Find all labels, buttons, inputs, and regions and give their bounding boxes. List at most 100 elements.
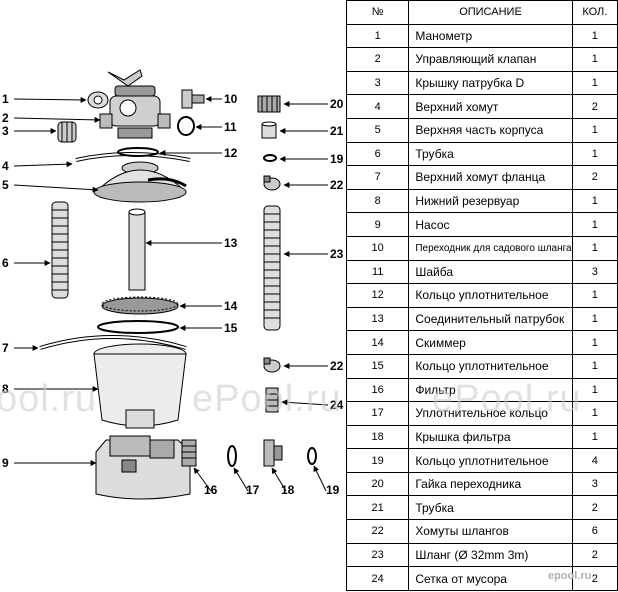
row-description: Манометр bbox=[408, 23, 573, 49]
row-quantity: 3 bbox=[571, 259, 618, 285]
row-quantity: 1 bbox=[571, 306, 618, 332]
row-description: Трубка bbox=[408, 495, 573, 521]
row-quantity: 1 bbox=[571, 377, 618, 403]
row-description: Уплотнительное кольцо bbox=[408, 401, 573, 426]
callout-8: 8 bbox=[2, 382, 9, 396]
part-15-ring bbox=[97, 320, 179, 334]
row-quantity: 2 bbox=[571, 542, 618, 568]
row-description: Управляющий клапан bbox=[408, 47, 573, 72]
callout-13: 13 bbox=[224, 236, 238, 250]
row-quantity: 1 bbox=[571, 188, 618, 214]
callout-23: 23 bbox=[330, 247, 344, 261]
part-6-hose bbox=[51, 201, 69, 299]
part-2-valve bbox=[99, 69, 171, 139]
callout-6: 6 bbox=[2, 256, 9, 270]
callout-22-upper: 22 bbox=[330, 178, 344, 192]
row-description: Сетка от мусора bbox=[408, 566, 573, 591]
part-5-top-housing bbox=[93, 161, 187, 203]
part-17-ring bbox=[227, 445, 237, 467]
row-number: 18 bbox=[345, 424, 410, 450]
part-7-flange-clamp bbox=[39, 335, 187, 350]
row-description: Гайка переходника bbox=[408, 471, 573, 497]
callout-7: 7 bbox=[2, 341, 9, 355]
part-16-filter bbox=[181, 439, 197, 467]
part-13-pipe bbox=[128, 208, 146, 291]
row-quantity: 1 bbox=[571, 141, 618, 167]
header-description: ОПИСАНИЕ bbox=[408, 0, 573, 25]
part-23-hose bbox=[263, 205, 281, 331]
row-number: 22 bbox=[345, 519, 410, 544]
part-4-clamp bbox=[75, 152, 191, 162]
part-19-ring-lower bbox=[307, 447, 317, 465]
row-number: 14 bbox=[345, 330, 410, 355]
row-number: 24 bbox=[345, 566, 410, 591]
callout-4: 4 bbox=[2, 159, 9, 173]
row-description: Хомуты шлангов bbox=[408, 519, 573, 544]
row-quantity: 1 bbox=[571, 117, 618, 143]
row-description: Трубка bbox=[408, 141, 573, 167]
row-description: Кольцо уплотнительное bbox=[408, 353, 573, 379]
row-number: 11 bbox=[345, 259, 410, 285]
row-number: 16 bbox=[345, 377, 410, 403]
row-description: Шайба bbox=[408, 259, 573, 285]
callout-9: 9 bbox=[2, 456, 9, 470]
row-number: 8 bbox=[345, 188, 410, 214]
row-description: Крышку патрубка D bbox=[408, 70, 573, 96]
callout-21: 21 bbox=[330, 124, 344, 138]
row-number: 19 bbox=[345, 448, 410, 473]
callout-18: 18 bbox=[281, 483, 295, 497]
row-quantity: 1 bbox=[571, 283, 618, 308]
part-11-washer bbox=[177, 116, 195, 136]
part-3-cap bbox=[57, 121, 77, 143]
part-22-hose-clamp-upper bbox=[263, 175, 281, 191]
row-quantity: 1 bbox=[571, 330, 618, 355]
row-description: Верхняя часть корпуса bbox=[408, 117, 573, 143]
part-19-ring-upper bbox=[263, 154, 277, 162]
callout-5: 5 bbox=[2, 178, 9, 192]
part-8-tank bbox=[93, 343, 187, 429]
header-number: № bbox=[345, 0, 410, 25]
row-number: 1 bbox=[345, 23, 410, 49]
row-quantity: 1 bbox=[571, 401, 618, 426]
callout-3: 3 bbox=[2, 124, 9, 138]
row-quantity: 1 bbox=[571, 424, 618, 450]
header-quantity: КОЛ. bbox=[571, 0, 618, 25]
callout-15: 15 bbox=[224, 321, 238, 335]
row-description: Верхний хомут bbox=[408, 94, 573, 119]
row-description: Переходник для садового шланга bbox=[408, 235, 573, 261]
callout-14: 14 bbox=[224, 299, 238, 313]
row-number: 3 bbox=[345, 70, 410, 96]
callout-24: 24 bbox=[330, 398, 344, 412]
row-quantity: 2 bbox=[571, 566, 618, 591]
row-description: Фильтр bbox=[408, 377, 573, 403]
row-number: 12 bbox=[345, 283, 410, 308]
part-18-filter-cap bbox=[263, 439, 283, 467]
row-number: 17 bbox=[345, 401, 410, 426]
row-number: 9 bbox=[345, 212, 410, 237]
part-10-adapter bbox=[181, 89, 205, 109]
callout-17: 17 bbox=[246, 483, 260, 497]
callout-11: 11 bbox=[224, 120, 237, 134]
row-description: Кольцо уплотнительное bbox=[408, 448, 573, 473]
callout-12: 12 bbox=[224, 146, 238, 160]
row-number: 15 bbox=[345, 353, 410, 379]
row-quantity: 6 bbox=[571, 519, 618, 544]
callout-10: 10 bbox=[224, 92, 238, 106]
row-quantity: 2 bbox=[571, 165, 618, 190]
row-quantity: 1 bbox=[571, 70, 618, 96]
row-number: 23 bbox=[345, 542, 410, 568]
